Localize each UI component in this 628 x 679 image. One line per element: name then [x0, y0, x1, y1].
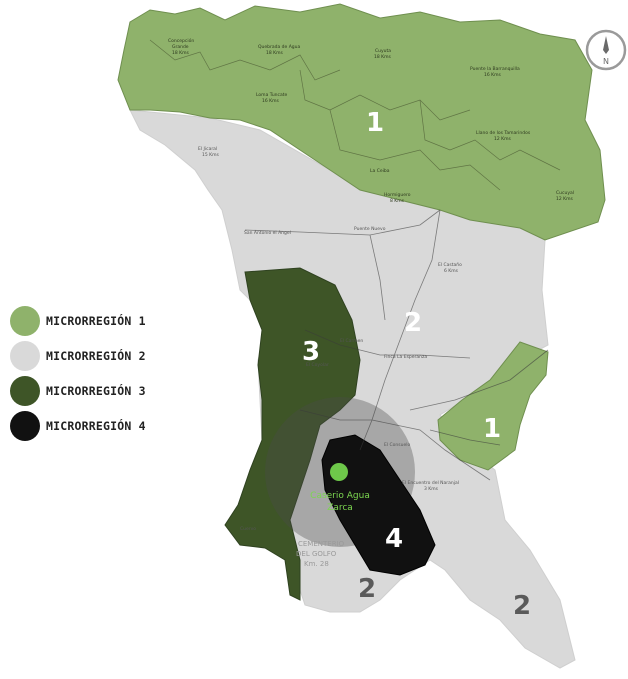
legend-label-4: MICRORREGIÓN 4 [46, 419, 146, 433]
place-horcones-km: 8 Kms [390, 198, 405, 204]
microregion-1-east-territory [437, 341, 549, 471]
place-centro-golfo-2: DEL GOLFO [296, 550, 337, 558]
place-cuyuta-km: 18 Kms [374, 54, 391, 60]
place-el-castano-km: 6 Kms [444, 268, 459, 274]
legend-item-2: MICRORREGIÓN 2 [10, 340, 210, 372]
site-label-line2: Zarca [327, 503, 353, 513]
place-concepcion-km: 18 Kms [172, 50, 189, 56]
microregion-3-territory [224, 267, 361, 601]
place-encuentro-km: 3 Kms [424, 486, 439, 492]
region-number-1-north: 1 [366, 108, 384, 138]
place-loma-tuncate-km: 16 Kms [262, 98, 279, 104]
microregion-4-territory [321, 434, 436, 576]
place-cuyuta: Cuyuta [375, 48, 391, 54]
legend-item-4: MICRORREGIÓN 4 [10, 410, 210, 442]
place-el-coyolar: El Coyolar [306, 362, 329, 368]
place-el-carmen: El Carmen [340, 338, 363, 344]
place-llano-tamarindo: Llano de los Tamarindos [476, 130, 531, 136]
legend-swatch-4 [10, 411, 40, 441]
place-centro-golfo-3: Km. 28 [304, 560, 329, 568]
place-jicaral-km: 15 Kms [202, 152, 219, 158]
place-cucuyal-km: 12 Kms [556, 196, 573, 202]
place-quebrada-km: 18 Kms [266, 50, 283, 56]
place-labels: Concepción Grande 18 Kms Quebrada de Agu… [168, 37, 574, 568]
place-llano-tamarindo-km: 12 Kms [494, 136, 511, 142]
region-number-2-south: 2 [358, 574, 376, 604]
place-san-antonio: San Antonio el Angel [244, 230, 291, 236]
place-el-consuelo: El Consuelo [384, 442, 410, 448]
place-encuentro-naranjal: El Encuentro del Naranjal [402, 480, 459, 486]
legend-swatch-1 [10, 306, 40, 336]
legend-swatch-3 [10, 376, 40, 406]
site-label-line1: Caserio Agua [310, 491, 370, 501]
place-el-castano: El Castaño [438, 262, 462, 268]
region-number-3: 3 [302, 337, 320, 367]
place-quebrada: Quebrada de Agua [258, 44, 301, 50]
region-number-2-center: 2 [404, 308, 422, 338]
place-puente-nuevo: Puente Nuevo [354, 226, 386, 232]
place-puente-barrancas: Puente la Barranquilla [470, 66, 520, 72]
legend: MICRORREGIÓN 1 MICRORREGIÓN 2 MICRORREGI… [10, 305, 210, 445]
roads [244, 209, 549, 481]
place-cucuyal: Cucuyal [556, 190, 574, 196]
inner-boundaries [149, 39, 561, 191]
compass-icon: N [585, 29, 627, 71]
place-concepcion-sub: Grande [172, 44, 189, 50]
region-number-1-east: 1 [483, 414, 501, 444]
legend-item-3: MICRORREGIÓN 3 [10, 375, 210, 407]
legend-label-2: MICRORREGIÓN 2 [46, 349, 146, 363]
place-la-ceiba: La Ceiba [370, 168, 390, 174]
place-jicaral: El Jicaral [198, 146, 217, 152]
legend-item-1: MICRORREGIÓN 1 [10, 305, 210, 337]
legend-label-3: MICRORREGIÓN 3 [46, 384, 146, 398]
place-puente-barrancas-km: 16 Kms [484, 72, 501, 78]
compass-letter: N [603, 57, 609, 66]
site-marker [330, 463, 348, 481]
place-horcones: Hormiguero [384, 192, 411, 198]
legend-label-1: MICRORREGIÓN 1 [46, 314, 146, 328]
place-cuervo: Cuervo [240, 526, 256, 532]
legend-swatch-2 [10, 341, 40, 371]
place-loma-tuncate: Loma Tuncate [256, 92, 288, 98]
place-concepcion: Concepción [168, 37, 194, 44]
place-finca-esperanza: Finca La Esperanza [384, 354, 427, 360]
region-number-4: 4 [385, 524, 403, 554]
place-centro-golfo-1: CEMENTERIO [298, 540, 345, 548]
region-number-2-southeast: 2 [513, 591, 531, 621]
microregion-1-north-territory [117, 3, 606, 241]
